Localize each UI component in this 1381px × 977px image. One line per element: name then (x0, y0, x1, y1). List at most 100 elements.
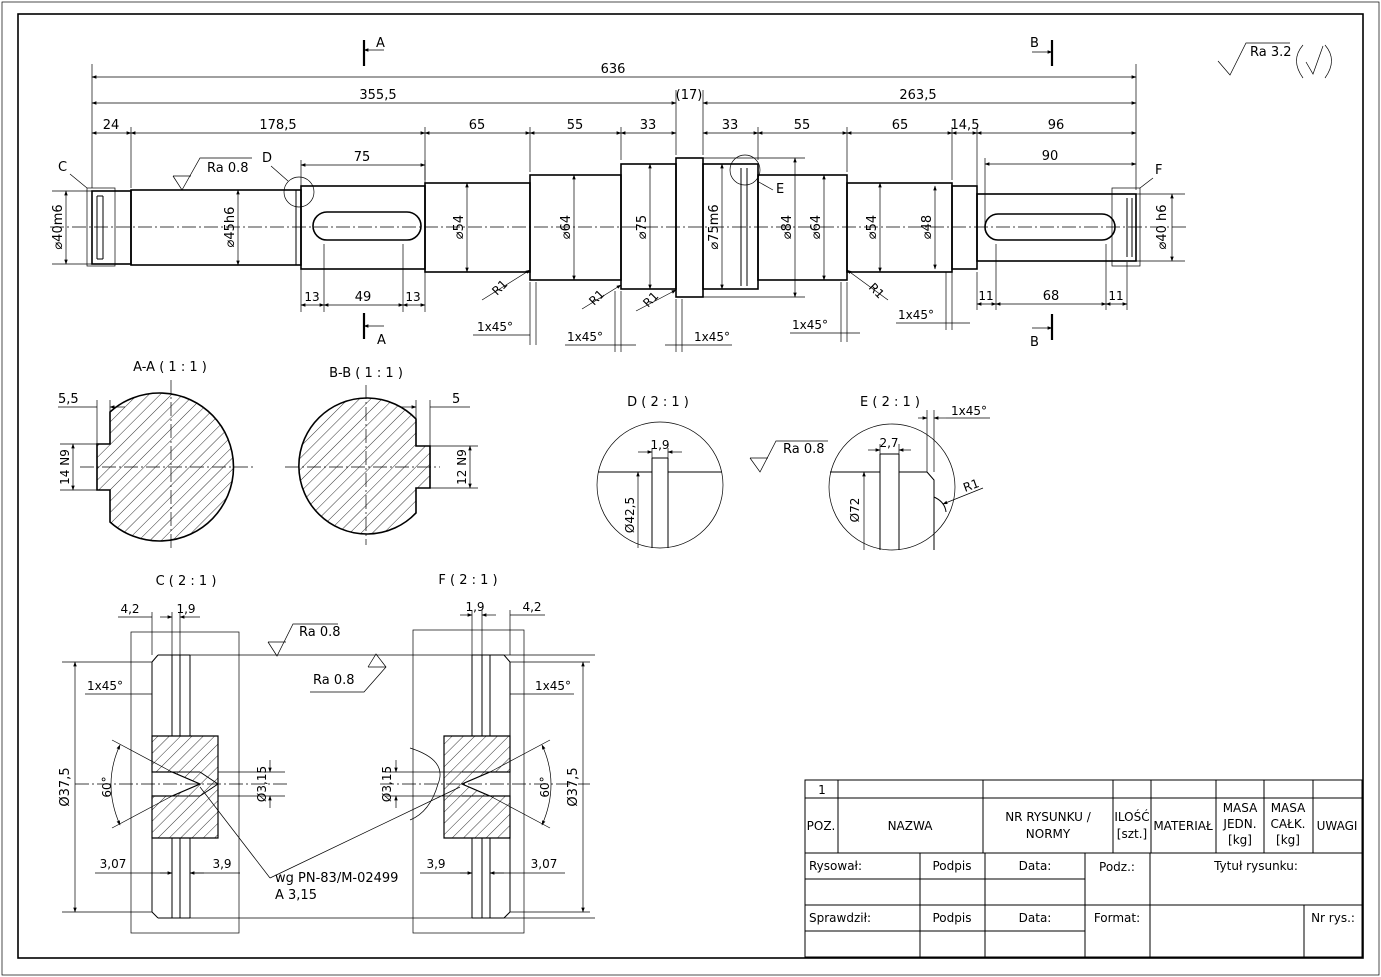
detail-d-marker (283, 176, 315, 208)
detail-e-radius: R1 (961, 476, 981, 495)
dim-len-4: 55 (567, 118, 584, 133)
section-aa: A-A ( 1 : 1 ) 14 N9 5,5 (58, 360, 255, 548)
detail-f-dia-small: Ø3,15 (380, 766, 394, 802)
tb-rysowal: Rysował: (809, 859, 862, 873)
drawing-frame (17, 13, 1364, 959)
chamfer-label-5: 1x45° (898, 308, 934, 322)
dim-dia-2: ⌀45h6 (223, 207, 238, 248)
dim-len-3: 65 (469, 118, 486, 133)
radius-label-1: R1 (489, 277, 510, 298)
chamfer-label-3: 1x45° (694, 330, 730, 344)
tb-podpis-1: Podpis (933, 859, 972, 873)
dim-keyway-left-b: 49 (355, 290, 372, 305)
detail-e: E ( 2 : 1 ) 2,7 Ø72 1x45° R1 (828, 395, 990, 551)
radius-label-2: R1 (586, 287, 607, 308)
detail-e-chamfer: 1x45° (951, 404, 987, 418)
diameter-dimensions: ⌀40m6 ⌀45h6 ⌀54 ⌀64 ⌀75 ⌀75m6 ⌀84 ⌀64 ⌀5… (51, 157, 1185, 298)
section-markers: A A B B (362, 36, 1054, 350)
detail-c-marker (86, 187, 116, 267)
section-bb: B-B ( 1 : 1 ) 12 N9 5 (285, 366, 478, 545)
tb-h-nazwa: NAZWA (888, 819, 934, 833)
chamfer-label-2: 1x45° (567, 330, 603, 344)
dim-dia-5: ⌀75 (635, 215, 650, 239)
section-a-top-label: A (376, 36, 385, 51)
tb-h-nr-2: NORMY (1026, 827, 1071, 841)
detail-c: C ( 2 : 1 ) 4,2 1,9 Ø37,5 (58, 574, 595, 934)
keyway-left (312, 211, 422, 241)
center-hole-note: wg PN-83/M-02499 A 3,15 (199, 786, 461, 903)
dim-dia-10: ⌀48 (920, 215, 935, 239)
keyway-dimensions: 75 13 49 13 90 11 68 11 (300, 149, 1137, 312)
tb-sprawdzil: Sprawdził: (809, 911, 871, 925)
detail-c-dim-a: 4,2 (120, 602, 139, 616)
dim-len-5: 33 (640, 118, 657, 133)
detail-c-dia-small: Ø3,15 (255, 766, 269, 802)
tb-h-masa-c-1: MASA (1271, 801, 1306, 815)
center-hole-note-line1: wg PN-83/M-02499 (275, 871, 398, 886)
tb-format: Format: (1094, 911, 1140, 925)
roughness-general: Ra 3.2 (1217, 42, 1332, 79)
detail-f-x1: 3,9 (426, 857, 445, 871)
detail-c-dim-b: 1,9 (176, 602, 195, 616)
detail-f-roughness: Ra 0.8 (313, 673, 355, 688)
detail-f-label: F (1155, 163, 1162, 178)
chamfer-label-4: 1x45° (792, 318, 828, 332)
dim-len-9: 14,5 (951, 118, 980, 133)
dim-keyway-right-a: 11 (978, 289, 993, 303)
tb-h-nr-1: NR RYSUNKU / (1005, 810, 1092, 824)
dim-dia-11: ⌀40 h6 (1155, 204, 1170, 249)
detail-f-chamfer: 1x45° (535, 679, 571, 693)
detail-d-diameter: Ø42,5 (623, 497, 637, 533)
tb-h-material: MATERIAŁ (1153, 819, 1213, 833)
detail-d-width: 1,9 (650, 438, 669, 452)
roughness-shaft-label: Ra 0.8 (207, 161, 249, 176)
dim-keyway-right-b: 68 (1043, 289, 1060, 304)
section-aa-width: 14 N9 (58, 449, 72, 485)
tb-data-2: Data: (1019, 911, 1052, 925)
roughness-shaft: Ra 0.8 (172, 157, 252, 191)
overall-dimensions: 636 355,5 (17) 263,5 24 178,5 65 55 33 3… (91, 62, 1137, 190)
detail-d-title: D ( 2 : 1 ) (627, 395, 689, 410)
roughness-detail-e-label: Ra 0.8 (783, 442, 825, 457)
section-a-bottom-label: A (377, 333, 386, 348)
detail-f-dia-big: Ø37,5 (566, 767, 581, 806)
tb-data-1: Data: (1019, 859, 1052, 873)
dim-keyway-right-c: 11 (1108, 289, 1123, 303)
dim-right-half: 263,5 (899, 88, 936, 103)
detail-f: F ( 2 : 1 ) 1,9 4,2 Ø37,5 1x45° Ø3,15 (310, 573, 590, 934)
detail-c-dia-big: Ø37,5 (58, 767, 73, 806)
detail-f-angle: 60° (538, 776, 552, 797)
roughness-general-label: Ra 3.2 (1250, 45, 1292, 60)
dim-len-8: 65 (892, 118, 909, 133)
dim-len-1: 24 (103, 118, 120, 133)
detail-c-x2: 3,9 (212, 857, 231, 871)
chamfer-label-1: 1x45° (477, 320, 513, 334)
detail-c-title: C ( 2 : 1 ) (156, 574, 217, 589)
dim-dia-4: ⌀64 (559, 215, 574, 239)
tb-h-poz: POZ. (807, 819, 836, 833)
detail-c-label: C (58, 160, 67, 175)
detail-e-diameter: Ø72 (848, 498, 862, 523)
tb-row-no: 1 (818, 783, 826, 797)
shaft-main-view (50, 154, 1188, 298)
section-bb-title: B-B ( 1 : 1 ) (329, 366, 403, 381)
dim-len-10: 96 (1048, 118, 1065, 133)
dim-dia-8: ⌀64 (809, 215, 824, 239)
detail-f-x2: 3,07 (531, 857, 558, 871)
detail-c-x1: 3,07 (100, 857, 127, 871)
dim-dia-9: ⌀54 (865, 215, 880, 239)
tb-h-masa-c-3: [kg] (1276, 833, 1300, 847)
radius-chamfer-callouts: R1 R1 R1 R1 1x45° 1x45° 1x45° 1x45° 1x45… (473, 269, 970, 352)
dim-keyway-right-length: 90 (1042, 149, 1059, 164)
section-aa-depth: 5,5 (58, 392, 79, 407)
radius-label-4: R1 (866, 280, 887, 301)
detail-d-label: D (262, 151, 272, 166)
detail-e-label: E (776, 182, 784, 197)
center-hole-note-line2: A 3,15 (275, 888, 317, 903)
dim-len-2: 178,5 (259, 118, 296, 133)
detail-c-angle: 60° (100, 776, 114, 797)
detail-f-dim-b: 4,2 (522, 600, 541, 614)
dim-keyway-left-length: 75 (354, 150, 371, 165)
section-aa-title: A-A ( 1 : 1 ) (133, 360, 207, 375)
dim-left-half: 355,5 (359, 88, 396, 103)
